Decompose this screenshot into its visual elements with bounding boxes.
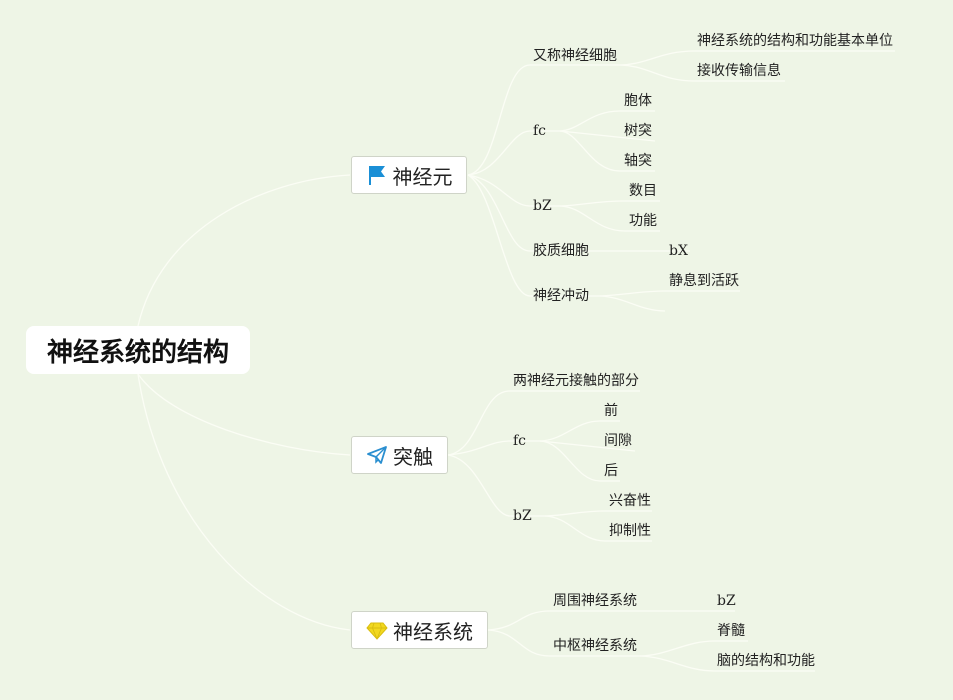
topic-receive-transmit[interactable]: 接收传输信息: [697, 63, 781, 79]
topic-count[interactable]: 数目: [629, 183, 657, 199]
root-topic[interactable]: 神经系统的结构: [26, 326, 250, 374]
link-root-system: [137, 373, 351, 631]
topic-rest-to-active[interactable]: 静息到活跃: [669, 273, 739, 289]
topic-nerve-impulse[interactable]: 神经冲动: [533, 288, 589, 304]
topic-glial-bx[interactable]: bX: [669, 243, 688, 259]
topic-synapse-bz[interactable]: bZ: [513, 508, 532, 524]
topic-also-called[interactable]: 又称神经细胞: [533, 48, 617, 64]
topic-central[interactable]: 中枢神经系统: [553, 638, 637, 654]
topic-glial-cell[interactable]: 胶质细胞: [533, 243, 589, 259]
topic-axon[interactable]: 轴突: [624, 153, 652, 169]
topic-synapse[interactable]: 突触: [351, 436, 448, 474]
topic-synapse-fc[interactable]: fc: [513, 433, 527, 449]
topic-nervous-system-label: 神经系统: [393, 619, 473, 644]
topic-neuron-label: 神经元: [392, 164, 453, 189]
topic-post[interactable]: 后: [604, 463, 618, 479]
topic-function[interactable]: 功能: [629, 213, 657, 229]
topic-synapse-label: 突触: [393, 444, 433, 469]
topic-pre[interactable]: 前: [604, 403, 618, 419]
root-topic-label: 神经系统的结构: [46, 337, 229, 368]
link-root-neuron: [137, 174, 351, 327]
topic-cell-body[interactable]: 胞体: [624, 93, 652, 109]
topic-inhibitory[interactable]: 抑制性: [609, 523, 651, 539]
paper-plane-icon: [367, 446, 387, 464]
topic-dendrite[interactable]: 树突: [624, 123, 652, 139]
topic-cleft[interactable]: 间隙: [604, 433, 632, 449]
diamond-icon: [366, 622, 388, 640]
topic-neuron-bz[interactable]: bZ: [533, 198, 552, 214]
topic-peripheral-bz[interactable]: bZ: [717, 593, 736, 609]
topic-neuron-fc[interactable]: fc: [533, 123, 547, 139]
topic-brain[interactable]: 脑的结构和功能: [717, 653, 815, 669]
topic-spinal-cord[interactable]: 脊髓: [717, 623, 745, 639]
topic-contact-part[interactable]: 两神经元接触的部分: [513, 373, 639, 389]
topic-basic-unit[interactable]: 神经系统的结构和功能基本单位: [697, 33, 893, 49]
topic-nervous-system[interactable]: 神经系统: [351, 611, 488, 649]
topic-peripheral[interactable]: 周围神经系统: [553, 593, 637, 609]
blue-flag-icon: [368, 166, 385, 185]
topic-excitatory[interactable]: 兴奋性: [609, 493, 651, 509]
link-root-synapse: [137, 373, 351, 456]
topic-neuron[interactable]: 神经元: [351, 156, 467, 194]
